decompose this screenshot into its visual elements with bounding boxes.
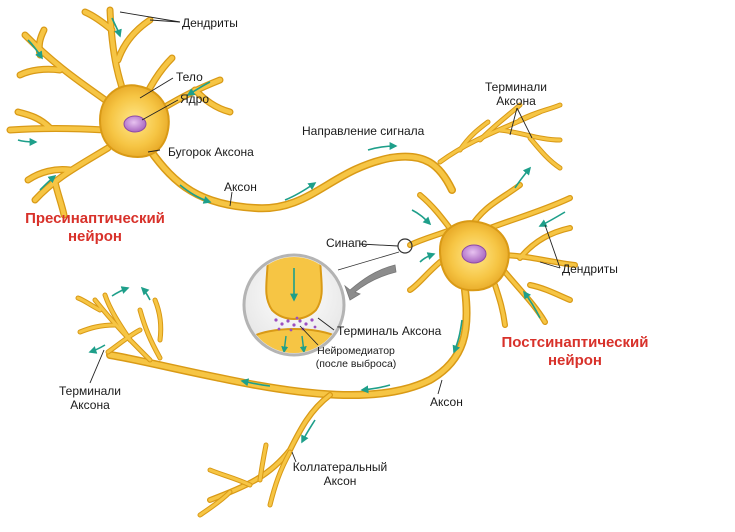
label-nucleus: Ядро	[180, 92, 210, 106]
label-cell-body: Тело	[176, 70, 203, 84]
title-presynaptic-neuron: Пресинаптический нейрон	[25, 210, 165, 245]
synapse-magnifier	[242, 238, 413, 357]
leader-lines	[89, 11, 561, 463]
label-axon-terminals-left: Терминали Аксона	[59, 384, 121, 412]
label-axon-terminals-top: Терминали Аксона	[485, 80, 547, 108]
label-axon-terminal: Терминаль Аксона	[337, 324, 442, 338]
label-axon-post: Аксон	[430, 395, 463, 409]
label-dendrites-top: Дендриты	[182, 16, 238, 30]
label-signal-direction: Направление сигнала	[302, 124, 425, 138]
title-postsynaptic-neuron: Постсинаптический нейрон	[501, 334, 649, 369]
label-collateral-axon: Коллатеральный Аксон	[292, 460, 388, 488]
label-axon-pre: Аксон	[224, 180, 257, 194]
label-dendrites-right: Дендриты	[562, 262, 618, 276]
label-synapse: Синапс	[326, 236, 368, 250]
label-neurotransmitter: Нейромедиатор (после выброса)	[315, 345, 397, 370]
presynaptic-neuron	[6, 6, 563, 219]
signal-arrows	[17, 17, 566, 444]
label-axon-hillock: Бугорок Аксона	[168, 145, 254, 159]
postsynaptic-neuron	[75, 182, 578, 518]
